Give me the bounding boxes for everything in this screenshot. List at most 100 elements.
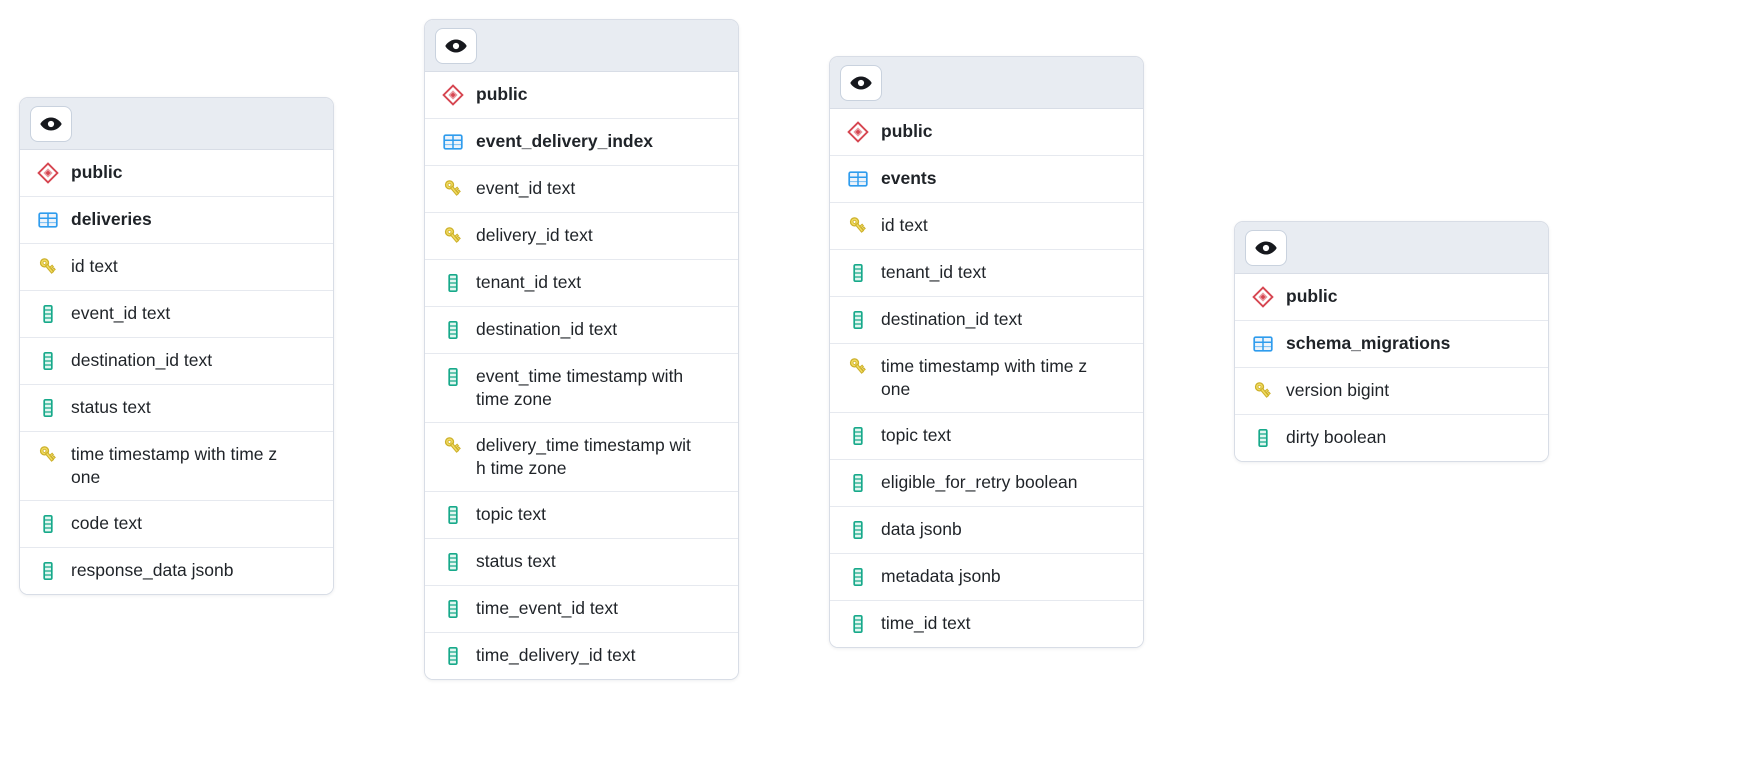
- column-name: id text: [881, 215, 928, 235]
- table-row[interactable]: deliveries: [20, 197, 333, 244]
- column-name: status text: [71, 397, 151, 417]
- table-row[interactable]: version bigint: [1235, 368, 1548, 415]
- column-name: dirty boolean: [1286, 427, 1387, 447]
- column-name: version bigint: [1286, 380, 1390, 400]
- schema-name: public: [476, 84, 528, 104]
- column-name: response_data jsonb: [71, 560, 234, 580]
- table-row[interactable]: time_event_id text: [425, 586, 738, 633]
- toggle-visibility-button[interactable]: [30, 105, 72, 142]
- schema-name: public: [1286, 286, 1338, 306]
- table-row[interactable]: tenant_id text: [830, 250, 1143, 297]
- column-icon: [441, 503, 465, 527]
- column-name: id text: [71, 256, 118, 276]
- column-name: code text: [71, 513, 143, 533]
- table-row[interactable]: dirty boolean: [1235, 415, 1548, 461]
- column-name: tenant_id text: [476, 272, 582, 292]
- column-icon: [846, 612, 870, 636]
- column-icon: [441, 597, 465, 621]
- table-row[interactable]: topic text: [425, 492, 738, 539]
- table-row[interactable]: eligible_for_retry boolean: [830, 460, 1143, 507]
- table-row[interactable]: schema_migrations: [1235, 321, 1548, 368]
- table-row[interactable]: events: [830, 156, 1143, 203]
- primary-key-icon: [846, 355, 870, 379]
- table-row[interactable]: event_time timestamp with time zone: [425, 354, 738, 423]
- table-row[interactable]: destination_id text: [830, 297, 1143, 344]
- column-name: event_id text: [71, 303, 171, 323]
- primary-key-icon: [36, 255, 60, 279]
- table-row[interactable]: public: [425, 72, 738, 119]
- table-row[interactable]: public: [1235, 274, 1548, 321]
- column-icon: [846, 261, 870, 285]
- table-row[interactable]: public: [830, 109, 1143, 156]
- toggle-visibility-button[interactable]: [435, 27, 477, 64]
- table-icon: [1251, 332, 1275, 356]
- table-row[interactable]: id text: [830, 203, 1143, 250]
- column-name: time_id text: [881, 613, 971, 633]
- column-name: time timestamp with time z one: [71, 444, 278, 487]
- table-row[interactable]: event_id text: [20, 291, 333, 338]
- table-row[interactable]: destination_id text: [20, 338, 333, 385]
- table-row[interactable]: topic text: [830, 413, 1143, 460]
- primary-key-icon: [36, 443, 60, 467]
- column-name: destination_id text: [476, 319, 618, 339]
- column-name: delivery_time timestamp wit h time zone: [476, 435, 691, 478]
- table-row[interactable]: metadata jsonb: [830, 554, 1143, 601]
- column-icon: [441, 271, 465, 295]
- column-name: time timestamp with time z one: [881, 356, 1088, 399]
- column-icon: [441, 365, 465, 389]
- schema-name: public: [881, 121, 933, 141]
- primary-key-icon: [1251, 379, 1275, 403]
- table-row[interactable]: data jsonb: [830, 507, 1143, 554]
- table-row[interactable]: event_id text: [425, 166, 738, 213]
- column-icon: [846, 471, 870, 495]
- table-card-deliveries[interactable]: public deliveries id text event_id text dest…: [19, 97, 334, 595]
- table-icon: [846, 167, 870, 191]
- schema-name: public: [71, 162, 123, 182]
- toggle-visibility-button[interactable]: [840, 64, 882, 101]
- table-row[interactable]: code text: [20, 501, 333, 548]
- column-name: metadata jsonb: [881, 566, 1001, 586]
- column-icon: [846, 308, 870, 332]
- toggle-visibility-button[interactable]: [1245, 229, 1287, 266]
- primary-key-icon: [441, 224, 465, 248]
- table-row[interactable]: status text: [20, 385, 333, 432]
- column-name: topic text: [476, 504, 547, 524]
- table-row[interactable]: public: [20, 150, 333, 197]
- column-name: destination_id text: [881, 309, 1023, 329]
- column-name: time_delivery_id text: [476, 645, 636, 665]
- table-name: events: [881, 168, 937, 188]
- column-icon: [846, 518, 870, 542]
- schema-icon: [36, 161, 60, 185]
- table-row[interactable]: delivery_id text: [425, 213, 738, 260]
- table-row[interactable]: response_data jsonb: [20, 548, 333, 594]
- table-row[interactable]: id text: [20, 244, 333, 291]
- table-row[interactable]: time timestamp with time z one: [20, 432, 333, 501]
- column-icon: [1251, 426, 1275, 450]
- table-row[interactable]: time_delivery_id text: [425, 633, 738, 679]
- primary-key-icon: [441, 434, 465, 458]
- eye-icon: [444, 34, 468, 58]
- schema-icon: [441, 83, 465, 107]
- table-row[interactable]: delivery_time timestamp wit h time zone: [425, 423, 738, 492]
- column-name: tenant_id text: [881, 262, 987, 282]
- eye-icon: [849, 71, 873, 95]
- table-icon: [441, 130, 465, 154]
- column-icon: [441, 550, 465, 574]
- table-row[interactable]: destination_id text: [425, 307, 738, 354]
- table-row[interactable]: time timestamp with time z one: [830, 344, 1143, 413]
- table-name: event_delivery_index: [476, 131, 654, 151]
- column-name: eligible_for_retry boolean: [881, 472, 1078, 492]
- table-card-events[interactable]: public events id text tenant_id text destina…: [829, 56, 1144, 648]
- table-row[interactable]: status text: [425, 539, 738, 586]
- column-icon: [36, 512, 60, 536]
- table-row[interactable]: time_id text: [830, 601, 1143, 647]
- eye-icon: [1254, 236, 1278, 260]
- table-row[interactable]: event_delivery_index: [425, 119, 738, 166]
- eye-icon: [39, 112, 63, 136]
- column-name: destination_id text: [71, 350, 213, 370]
- table-row[interactable]: tenant_id text: [425, 260, 738, 307]
